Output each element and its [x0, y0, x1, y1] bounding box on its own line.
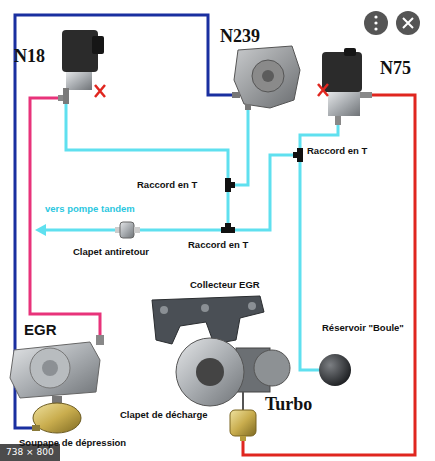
egr-manifold	[152, 296, 264, 344]
valve-label: N18	[14, 46, 45, 67]
vacuum-hose	[235, 110, 248, 185]
vacuum-hose	[300, 125, 338, 148]
component-node: N18	[58, 28, 104, 104]
pump-arrow	[35, 224, 116, 236]
viewer-icons	[364, 11, 420, 35]
vacuum-hose	[235, 155, 293, 230]
egr-valve	[10, 335, 104, 398]
t-fitting	[293, 148, 303, 162]
valve-label: N239	[220, 26, 260, 47]
n75-valve	[318, 48, 372, 125]
component-node: N239	[232, 44, 300, 110]
component-node: Soupape de dépression	[32, 400, 82, 440]
part-label: Collecteur EGR	[190, 279, 260, 290]
component-node: EGR	[8, 335, 105, 400]
t-fitting	[221, 223, 235, 233]
n239-valve	[232, 46, 300, 110]
vacuum-actuator	[32, 396, 81, 433]
direction-note: vers pompe tandem	[45, 203, 135, 214]
vacuum-hose	[140, 229, 221, 232]
part-label: Clapet antiretour	[73, 246, 149, 257]
component-node: Clapet antiretour	[115, 222, 140, 238]
fitting-label: Raccord en T	[137, 179, 197, 190]
part-label: Clapet de décharge	[120, 409, 208, 420]
vacuum-hose	[227, 192, 230, 223]
component-node: Raccord en T	[221, 223, 235, 237]
valve-label: N75	[380, 58, 411, 79]
wastegate-actuator	[230, 410, 256, 441]
component-node: N75	[318, 50, 372, 125]
check-valve	[115, 222, 140, 238]
vacuum-reservoir	[319, 354, 351, 386]
component-node: Turbo	[175, 330, 290, 408]
part-label: Turbo	[265, 394, 312, 415]
component-node: Collecteur EGR	[150, 293, 265, 343]
component-node: Clapet de décharge	[228, 405, 258, 441]
fitting-label: Raccord en T	[188, 239, 248, 250]
part-label: Réservoir "Boule"	[322, 322, 404, 333]
component-node: Raccord en T	[221, 178, 235, 192]
t-fitting	[225, 178, 235, 192]
vacuum-hose	[15, 15, 232, 428]
vacuum-hose	[243, 95, 415, 455]
component-node: Réservoir "Boule"	[319, 354, 351, 386]
watermark: 738 × 800	[6, 447, 54, 457]
component-node: Raccord en T	[293, 148, 307, 162]
part-label: Soupape de dépression	[19, 437, 126, 448]
part-label: EGR	[24, 321, 57, 338]
n18-valve	[58, 30, 105, 104]
fitting-label: Raccord en T	[307, 145, 367, 156]
vacuum-hose	[66, 104, 228, 178]
vacuum-hose	[300, 162, 319, 370]
